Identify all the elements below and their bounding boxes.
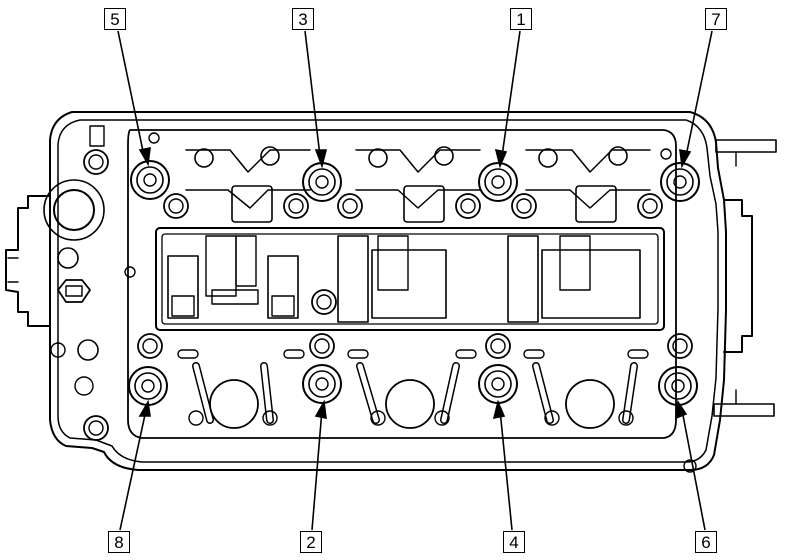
bolt-4: [478, 364, 518, 404]
bolt-5: [130, 160, 170, 200]
bolt-6: [658, 366, 698, 406]
leader-line-7: [685, 30, 713, 157]
bolt-1: [478, 162, 518, 202]
valve-cover-gasket-rail: [127, 129, 677, 439]
leader-line-2: [311, 409, 323, 531]
callout-5: 5: [104, 8, 126, 30]
callout-3: 3: [292, 8, 314, 30]
leader-line-5: [117, 30, 145, 157]
callout-4: 4: [503, 531, 525, 553]
right-end-plate: [723, 199, 753, 353]
leader-line-1: [501, 30, 521, 157]
spark-plug-bore-2: [385, 379, 435, 429]
leader-line-4: [499, 409, 513, 531]
left-boss-inner: [53, 189, 95, 231]
callout-6: 6: [695, 531, 717, 553]
bolt-8: [128, 366, 168, 406]
callout-7: 7: [705, 8, 727, 30]
spark-plug-bore-1: [209, 379, 259, 429]
camshaft-channel: [155, 227, 665, 331]
leader-line-6: [681, 409, 706, 531]
bolt-2: [302, 364, 342, 404]
spark-plug-bore-3: [565, 379, 615, 429]
camshaft-channel-inner: [161, 233, 659, 325]
right-stud-upper: [715, 139, 777, 153]
left-boss-outer: [43, 179, 105, 241]
left-end-bracket: [5, 195, 51, 327]
right-stud-lower: [713, 403, 775, 417]
callout-1: 1: [510, 8, 532, 30]
bolt-3: [302, 162, 342, 202]
callout-2: 2: [300, 531, 322, 553]
leader-line-3: [304, 30, 321, 157]
bolt-7: [660, 162, 700, 202]
callout-8: 8: [108, 531, 130, 553]
left-end-hex-plug: [57, 279, 91, 303]
leader-line-8: [119, 409, 147, 531]
